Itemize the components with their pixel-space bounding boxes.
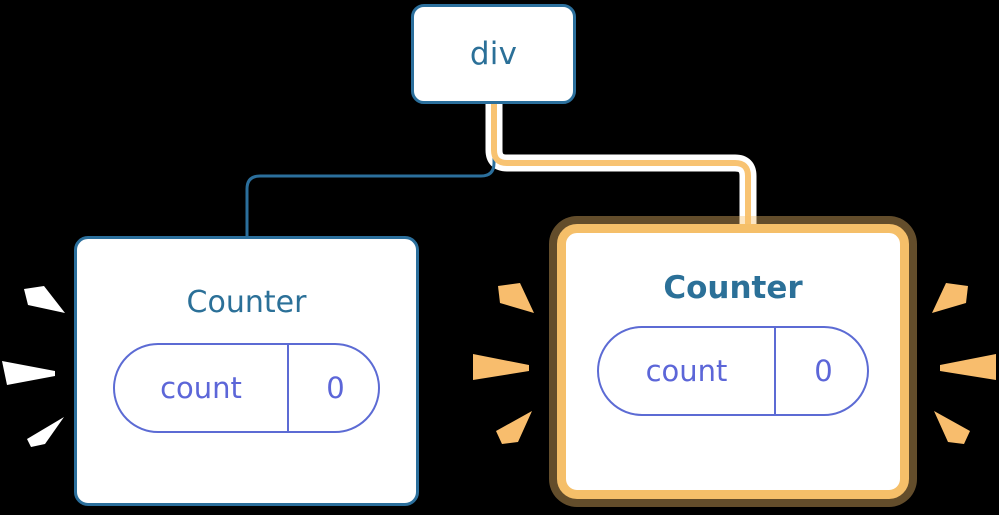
node-div[interactable]: div [411,4,576,104]
node-counter-right[interactable]: Counter count 0 [557,224,909,499]
state-value: 0 [287,345,378,431]
state-name: count [160,370,242,405]
state-value: 0 [774,328,867,414]
node-counter-right-label: Counter [663,270,803,306]
edge-halo-div-to-counter-right [485,95,757,241]
edge-div-to-counter-left [245,102,496,240]
node-div-label: div [469,35,518,72]
node-counter-left-label: Counter [186,285,307,320]
state-pill-counter-right[interactable]: count 0 [597,326,869,416]
node-counter-left[interactable]: Counter count 0 [74,236,419,506]
edge-div-to-counter-right [491,101,751,235]
state-pill-counter-left[interactable]: count 0 [113,343,380,433]
state-name: count [645,353,728,388]
